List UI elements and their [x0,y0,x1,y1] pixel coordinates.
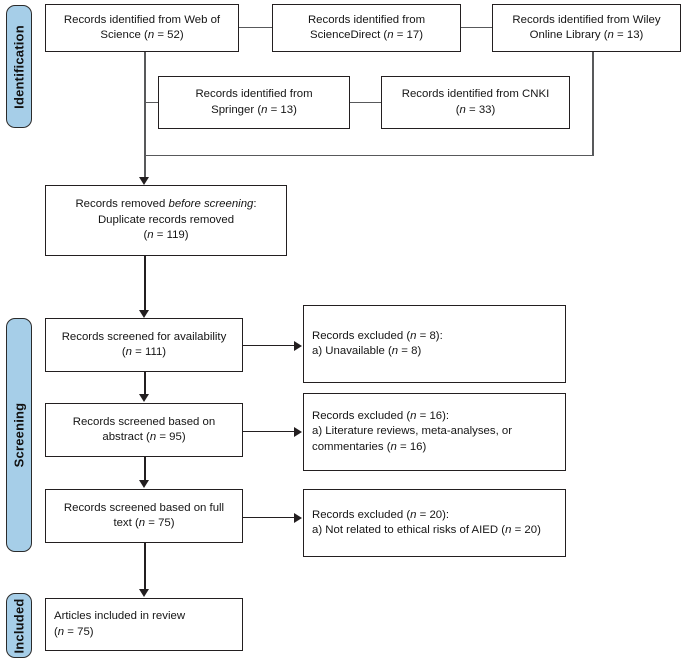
connector-to-exclusion-reviews [243,431,295,433]
connector-sciencedirect-to-wiley [461,27,492,29]
arrow-trunk-to-removed [139,177,149,185]
source-box-cnki: Records identified from CNKI (n = 33) [381,76,570,129]
stage-label-included: Included [11,597,27,654]
connector-fulltext-to-included [144,543,146,591]
arrow-to-exclusion-unavailable [294,341,302,351]
exclusion-line-1: Records excluded (n = 16): [312,409,450,422]
source-line-1: Records identified from CNKI [401,88,550,100]
source-line-1: Records identified from [195,88,313,100]
records-removed-box: Records removed before screening: Duplic… [45,185,287,256]
stage-label-screening: Screening [11,402,27,468]
source-box-sciencedirect: Records identified from ScienceDirect (n… [272,4,461,52]
source-box-wiley-online-library: Records identified from Wiley Online Lib… [492,4,681,52]
screening-line-2: abstract (n = 95) [102,431,186,443]
screening-line-2: text (n = 75) [113,517,175,529]
arrow-availability-to-abstract [139,394,149,402]
source-line-2: ScienceDirect (n = 17) [309,29,424,41]
source-line-1: Records identified from Web of [63,13,221,26]
stage-label-identification: Identification [11,24,27,109]
screening-line-1: Records screened based on [72,415,216,428]
source-box-springer: Records identified from Springer (n = 13… [158,76,350,129]
stage-bar-identification: Identification [6,5,32,128]
screening-box-screened-based-on-abstract: Records screened based on abstract (n = … [45,403,243,457]
removed-line-3: (n = 119) [143,229,189,242]
source-line-1: Records identified from [307,13,426,26]
screening-line-2: (n = 111) [121,346,167,358]
stage-bar-included: Included [6,593,32,658]
connector-bus-horizontal [144,155,594,157]
exclusion-line-2: a) Unavailable (n = 8) [312,345,422,357]
connector-trunk-vertical [144,52,146,178]
connector-wos-to-sciencedirect [239,27,272,29]
included-line-1: Articles included in review [54,610,186,622]
connector-availability-to-abstract [144,372,146,395]
stage-bar-screening: Screening [6,318,32,552]
source-line-2: Springer (n = 13) [211,103,297,116]
included-box-articles-included-in-review: Articles included in review (n = 75) [45,598,243,651]
source-box-web-of-science: Records identified from Web of Science (… [45,4,239,52]
connector-springer-to-cnki [350,102,381,104]
exclusion-line-3: commentaries (n = 16) [312,440,427,453]
screening-line-1: Records screened based on full [63,501,225,514]
exclusion-box-reviews: Records excluded (n = 16): a) Literature… [303,393,566,471]
arrow-removed-to-screened [139,310,149,318]
screening-box-screened-for-availability: Records screened for availability (n = 1… [45,318,243,372]
exclusion-line-1: Records excluded (n = 20): [312,508,450,521]
exclusion-line-2: a) Literature reviews, meta-analyses, or [312,425,513,438]
exclusion-box-unavailable: Records excluded (n = 8): a) Unavailable… [303,305,566,383]
connector-to-exclusion-unavailable [243,345,295,347]
screening-box-screened-based-on-full-text: Records screened based on full text (n =… [45,489,243,543]
screening-line-1: Records screened for availability [61,330,227,343]
exclusion-line-2: a) Not related to ethical risks of AIED … [312,524,541,536]
included-line-2: (n = 75) [54,625,94,638]
source-line-2: (n = 33) [455,103,496,116]
connector-abstract-to-fulltext [144,457,146,481]
arrow-to-exclusion-reviews [294,427,302,437]
connector-trunk-to-springer [144,102,158,104]
source-line-1: Records identified from Wiley [512,13,661,26]
connector-to-exclusion-not-related [243,517,295,519]
exclusion-box-not-related: Records excluded (n = 20): a) Not relate… [303,489,566,557]
removed-line-2: Duplicate records removed [97,213,235,226]
source-line-2: Science (n = 52) [100,29,184,41]
removed-line-1: Records removed before screening: [75,198,257,211]
arrow-abstract-to-fulltext [139,480,149,488]
connector-removed-to-screened [144,256,146,312]
exclusion-line-1: Records excluded (n = 8): [312,329,443,342]
source-line-2: Online Library (n = 13) [529,29,644,41]
connector-wiley-down [592,52,594,156]
arrow-fulltext-to-included [139,589,149,597]
arrow-to-exclusion-not-related [294,513,302,523]
